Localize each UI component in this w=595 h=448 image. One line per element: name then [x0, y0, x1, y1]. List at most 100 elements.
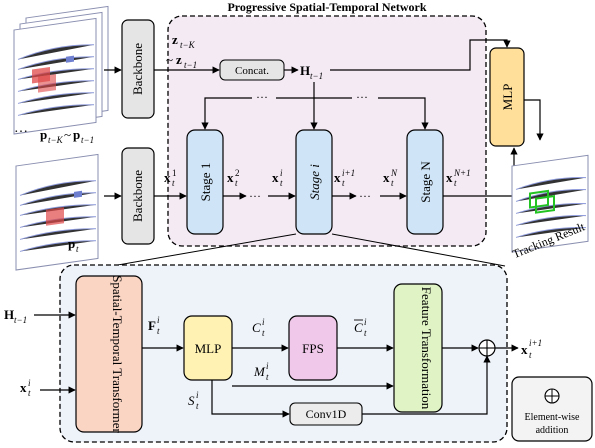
svg-text:i: i — [280, 168, 283, 178]
svg-text:i: i — [266, 361, 269, 371]
dots-stage-a: ··· — [249, 189, 261, 203]
s-label: S t i — [188, 390, 199, 411]
mlp-head-box — [489, 47, 525, 147]
svg-text:t: t — [262, 328, 265, 338]
zoom-line-left — [111, 233, 297, 267]
h-distribute-left — [201, 97, 252, 130]
zoom-line-right — [331, 233, 506, 267]
detail-mlp-label: MLP — [195, 341, 222, 356]
svg-text:t−1: t−1 — [81, 135, 94, 145]
spatial-temporal-transformer-label: Spatial-Temporal Transformer — [110, 275, 125, 433]
concat-label: Concat. — [235, 65, 269, 77]
feature-transformation-label: Feature Transformation — [419, 287, 434, 410]
stage-n-box — [406, 129, 444, 235]
svg-text:t: t — [529, 350, 532, 360]
label-xN: x t N — [383, 168, 398, 188]
dots-right: ··· — [356, 90, 368, 104]
c-bar-label: C t i — [354, 317, 367, 338]
svg-text:x: x — [383, 170, 390, 185]
backbone-top-label: Backbone — [130, 43, 145, 95]
svg-text:H: H — [4, 307, 14, 322]
output-label: x t i+1 — [521, 338, 542, 360]
legend-label-line1: Element-wise — [525, 412, 581, 423]
addition-node — [478, 339, 496, 357]
mlp-head-label: MLP — [500, 84, 515, 111]
stage-n-label: Stage N — [418, 161, 433, 203]
svg-text:x: x — [272, 170, 279, 185]
stage-1-label: Stage 1 — [198, 163, 213, 202]
svg-text:2: 2 — [235, 168, 240, 178]
f-label: F t i — [148, 315, 160, 336]
svg-text:x: x — [227, 170, 234, 185]
current-frame-label: p t — [68, 236, 79, 254]
m-label: M t i — [253, 361, 269, 382]
svg-text:S: S — [188, 393, 195, 408]
arrow-conv-to-add — [362, 355, 491, 415]
arrow-mlp-s-to-conv — [211, 380, 290, 418]
svg-text:~: ~ — [64, 127, 71, 142]
svg-text:t−1: t−1 — [184, 60, 197, 70]
svg-text:p: p — [68, 236, 75, 251]
svg-text:~: ~ — [166, 52, 173, 67]
label-xN1: x t N+1 — [446, 168, 471, 188]
svg-text:t: t — [280, 178, 283, 188]
svg-text:i: i — [28, 378, 31, 388]
svg-text:t: t — [157, 326, 160, 336]
stage-i-label: Stage i — [307, 164, 322, 200]
fps-label: FPS — [302, 341, 324, 356]
svg-text:t: t — [266, 372, 269, 382]
svg-text:t: t — [391, 178, 394, 188]
dots-left: ··· — [256, 90, 268, 104]
svg-text:x: x — [20, 380, 27, 395]
svg-text:i: i — [157, 315, 160, 325]
svg-text:1: 1 — [172, 168, 177, 178]
svg-text:p: p — [40, 127, 47, 142]
svg-text:i+1: i+1 — [342, 168, 355, 178]
past-frames-label: p t−K ~ p t−1 — [40, 127, 94, 145]
svg-text:t: t — [172, 178, 175, 188]
svg-text:i+1: i+1 — [529, 338, 542, 348]
svg-text:t: t — [342, 178, 345, 188]
svg-text:t−1: t−1 — [14, 315, 27, 325]
svg-text:N: N — [390, 168, 398, 178]
past-frames-ellipsis: … — [14, 121, 28, 136]
legend-box — [511, 376, 593, 442]
diagram-title: Progressive Spatial-Temporal Network — [227, 0, 426, 14]
past-point-cloud-frames — [13, 5, 109, 135]
svg-text:C: C — [354, 320, 363, 335]
legend-label-line2: addition — [536, 425, 569, 436]
svg-text:F: F — [148, 318, 156, 333]
svg-text:i: i — [364, 317, 367, 327]
svg-text:M: M — [253, 364, 266, 379]
c-label: C t i — [252, 317, 265, 338]
svg-text:i: i — [262, 317, 265, 327]
input-h-label: H t−1 — [4, 307, 27, 325]
conv1d-label: Conv1D — [306, 407, 347, 421]
legend-addition-icon — [544, 388, 560, 404]
label-x2: x t 2 — [227, 168, 240, 188]
svg-text:t: t — [28, 388, 31, 398]
svg-text:t: t — [76, 244, 79, 254]
label-x1: x t 1 — [164, 168, 177, 188]
z-history-label: z t−K ~ z t−1 — [166, 32, 197, 70]
stage-1-box — [186, 129, 224, 235]
backbone-top — [121, 19, 155, 119]
svg-text:t−K: t−K — [180, 40, 196, 50]
svg-text:x: x — [334, 170, 341, 185]
h-distribute-right — [378, 97, 429, 130]
svg-text:H: H — [300, 63, 310, 78]
svg-text:t: t — [235, 178, 238, 188]
svg-text:t: t — [454, 178, 457, 188]
svg-text:C: C — [252, 320, 261, 335]
svg-text:t: t — [364, 328, 367, 338]
arrow-mlp-to-result — [524, 99, 544, 141]
dots-stage-b: ··· — [359, 189, 371, 203]
svg-text:N+1: N+1 — [453, 168, 471, 178]
stage-i-box — [295, 129, 333, 235]
svg-text:i: i — [196, 390, 199, 400]
arrow-h-to-mlp — [330, 39, 511, 71]
svg-text:t−1: t−1 — [310, 71, 323, 81]
svg-text:x: x — [521, 342, 528, 357]
input-x-label: x t i — [20, 378, 31, 398]
